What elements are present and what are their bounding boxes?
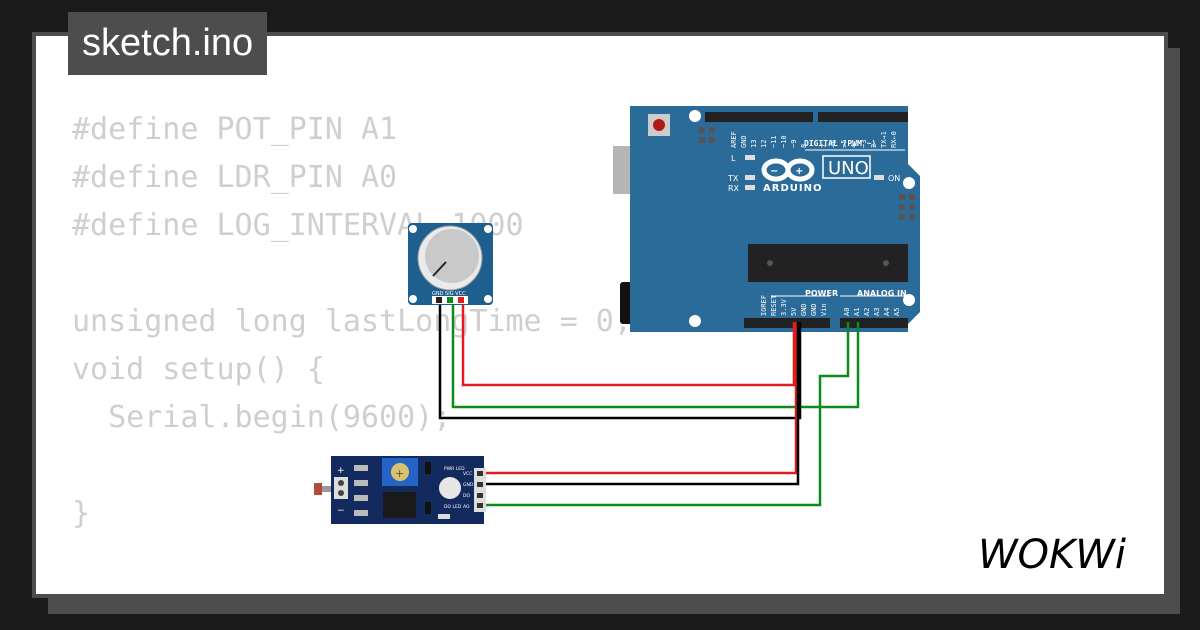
header-digital-high <box>705 112 813 122</box>
svg-text:DO: DO <box>463 493 470 499</box>
microcontroller-chip <box>748 244 908 282</box>
svg-text:RESET: RESET <box>770 294 778 316</box>
svg-text:IOREF: IOREF <box>760 295 768 316</box>
svg-text:~10: ~10 <box>780 135 788 148</box>
svg-text:8: 8 <box>800 144 808 148</box>
code-line: void loop() { <box>72 586 632 594</box>
svg-text:GND: GND <box>800 303 808 316</box>
wires <box>438 300 860 507</box>
header-digital-low <box>818 112 908 122</box>
mounting-hole <box>903 294 915 306</box>
uno-label: UNO <box>828 158 869 179</box>
svg-text:AREF: AREF <box>730 131 738 148</box>
svg-text:WOKWi: WOKWi <box>978 532 1126 578</box>
wire-pot-sig <box>451 300 860 409</box>
code-line: Serial.begin(9600); <box>72 400 452 435</box>
svg-text:GND: GND <box>810 303 818 316</box>
svg-text:~6: ~6 <box>830 140 838 148</box>
svg-text:~3: ~3 <box>860 140 868 148</box>
code-line: #define POT_PIN A1 <box>72 112 398 147</box>
wokwi-logo: WOKWi <box>978 532 1126 578</box>
svg-text:A2: A2 <box>863 308 871 316</box>
potentiometer[interactable]: GND SIG VCC <box>408 223 493 305</box>
wire-ldr-gnd <box>485 322 800 486</box>
arduino-brand: ARDUINO <box>763 183 822 194</box>
svg-text:13: 13 <box>750 140 758 148</box>
header-analog <box>840 318 908 328</box>
svg-text:A0: A0 <box>843 308 851 316</box>
svg-text:2: 2 <box>870 144 878 148</box>
on-led-label: ON <box>888 174 900 183</box>
wire-pot-gnd <box>438 300 802 420</box>
svg-text:TX→1: TX→1 <box>880 131 888 148</box>
code-line: #define LDR_PIN A0 <box>72 160 398 195</box>
svg-text:A4: A4 <box>883 308 891 316</box>
power-pin-labels: IOREF RESET 3.3V 5V GND GND Vin <box>760 294 828 316</box>
svg-text:A1: A1 <box>853 308 861 316</box>
ldr-sensor-module[interactable]: + − + PWR LED DO LED VCC GND DO AO <box>314 456 486 524</box>
svg-text:A5: A5 <box>893 308 901 316</box>
header-power <box>744 318 830 328</box>
svg-text:3.3V: 3.3V <box>780 298 788 316</box>
wire-pot-vcc <box>461 300 796 387</box>
svg-text:~9: ~9 <box>790 140 798 148</box>
power-label: POWER <box>805 289 838 298</box>
svg-text:7: 7 <box>820 144 828 148</box>
photoresistor-icon <box>314 483 322 495</box>
code-line: #define LOG_INTERVAL 1000 <box>72 208 524 243</box>
code-line: unsigned long lastLongTime = 0; <box>72 304 632 339</box>
mounting-hole <box>689 315 701 327</box>
wire-ldr-vcc <box>485 322 798 475</box>
svg-text:A3: A3 <box>873 308 881 316</box>
svg-text:5V: 5V <box>790 307 798 316</box>
svg-text:VCC: VCC <box>463 471 472 477</box>
svg-text:+: + <box>795 166 803 177</box>
arduino-uno-board[interactable]: AREF GND 13 12 ~11 ~10 ~9 8 7 ~6 ~5 4 ~3… <box>613 106 920 332</box>
svg-text:+: + <box>395 467 404 480</box>
infinity-icon <box>761 158 815 182</box>
svg-text:GND: GND <box>463 482 474 488</box>
svg-text:~11: ~11 <box>770 135 778 148</box>
wire-ldr-ao <box>485 322 850 507</box>
svg-text:~5: ~5 <box>840 140 848 148</box>
svg-text:AO: AO <box>463 504 470 510</box>
ldr-pin-labels: VCC GND DO AO <box>463 471 474 510</box>
led-icon <box>439 477 461 499</box>
svg-text:Vin: Vin <box>820 303 828 316</box>
top-pin-labels: AREF GND 13 12 ~11 ~10 ~9 8 7 ~6 ~5 4 ~3… <box>730 131 898 148</box>
digital-label: DIGITAL (PWM ~) <box>804 139 876 148</box>
rx-label: RX <box>728 184 740 193</box>
file-tab[interactable]: sketch.ino <box>68 12 268 75</box>
svg-text:−: − <box>337 506 345 516</box>
svg-text:RX←0: RX←0 <box>890 131 898 148</box>
svg-text:4: 4 <box>850 144 858 148</box>
analog-pin-labels: A0 A1 A2 A3 A4 A5 <box>843 308 901 316</box>
analog-label: ANALOG IN <box>857 289 907 298</box>
do-led-label: DO LED <box>444 504 462 510</box>
svg-text:+: + <box>337 466 345 476</box>
code-background: #define POT_PIN A1 #define LDR_PIN A0 #def… <box>72 106 632 594</box>
code-line: void setup() { <box>72 352 325 387</box>
tx-label: TX <box>727 174 739 183</box>
pwr-led-label: PWR LED <box>444 466 465 472</box>
pot-pin-labels: GND SIG VCC <box>432 291 466 297</box>
mounting-hole <box>689 110 701 122</box>
code-line: } <box>72 496 91 531</box>
svg-text:GND: GND <box>740 135 748 148</box>
l-led-label: L <box>731 154 736 163</box>
svg-text:12: 12 <box>760 140 768 148</box>
mounting-hole <box>903 177 915 189</box>
preview-card: #define POT_PIN A1 #define LDR_PIN A0 #def… <box>32 32 1168 598</box>
svg-text:−: − <box>770 166 778 177</box>
